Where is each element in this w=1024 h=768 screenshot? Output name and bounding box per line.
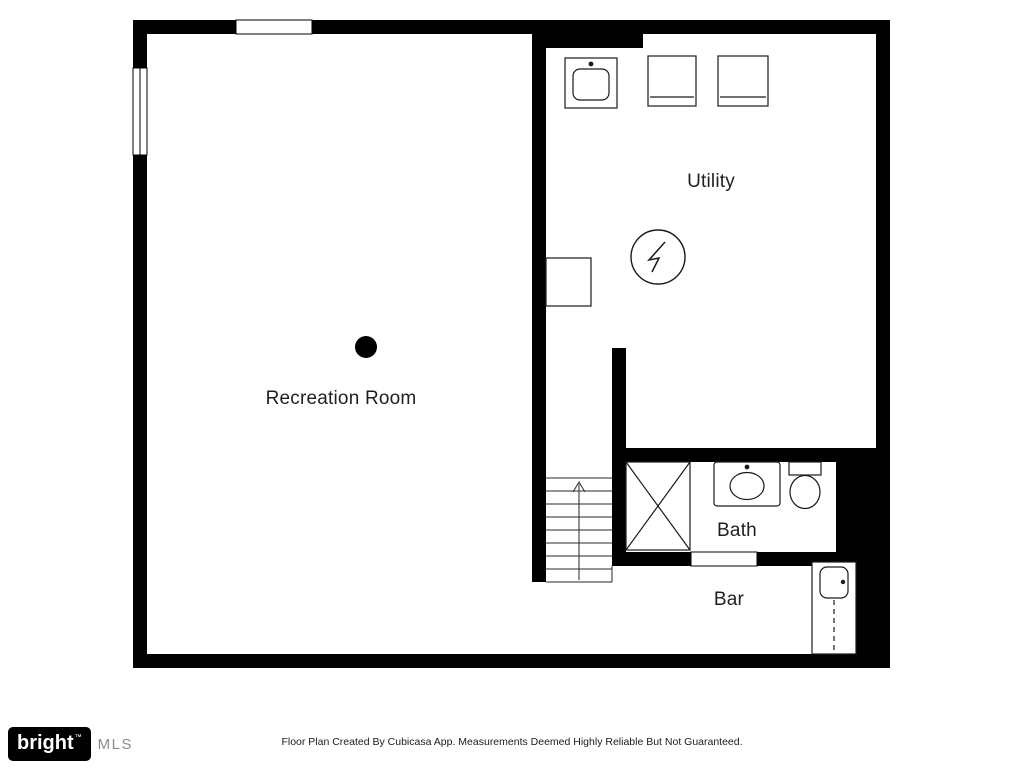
water-heater <box>630 229 686 285</box>
utility-sink <box>564 57 618 109</box>
walls <box>133 20 890 668</box>
brightmls-logo: bright ™ MLS <box>8 727 133 761</box>
wall-utility-top-thick <box>546 34 643 48</box>
stairs-arrowhead-icon <box>572 481 586 493</box>
bright-logo-text: bright <box>17 732 74 754</box>
fixtures <box>355 55 857 655</box>
floor-plan-disclaimer: Floor Plan Created By Cubicasa App. Meas… <box>281 736 743 748</box>
wall-bath-right-block <box>836 462 876 566</box>
wall-top <box>133 20 890 34</box>
window-left <box>132 67 148 156</box>
shower <box>625 461 691 551</box>
bar-counter <box>811 561 857 655</box>
room-label-bath: Bath <box>717 520 757 541</box>
room-label-bar: Bar <box>713 589 745 610</box>
staircase-up <box>546 477 613 583</box>
wall-left <box>133 20 147 668</box>
electrical-panel <box>545 257 592 307</box>
mls-logo-text: MLS <box>97 735 133 753</box>
dryer <box>717 55 769 107</box>
wall-bath-top <box>612 448 876 462</box>
toilet <box>788 461 822 510</box>
support-column <box>355 336 377 358</box>
bright-logo-box: bright ™ <box>8 727 91 761</box>
wall-bottom <box>133 654 890 668</box>
bar-sink <box>819 566 849 599</box>
room-label-recreation-room: Recreation Room <box>265 388 417 409</box>
trademark-symbol: ™ <box>74 734 82 741</box>
openings <box>132 19 758 567</box>
bathroom-sink <box>713 461 781 507</box>
door-bath <box>690 551 758 567</box>
washer <box>647 55 697 107</box>
room-label-utility: Utility <box>687 171 735 192</box>
wall-utility-left <box>532 34 546 582</box>
wall-right <box>876 20 890 668</box>
wall-bar-right-block <box>856 566 876 654</box>
window-top <box>235 19 313 35</box>
